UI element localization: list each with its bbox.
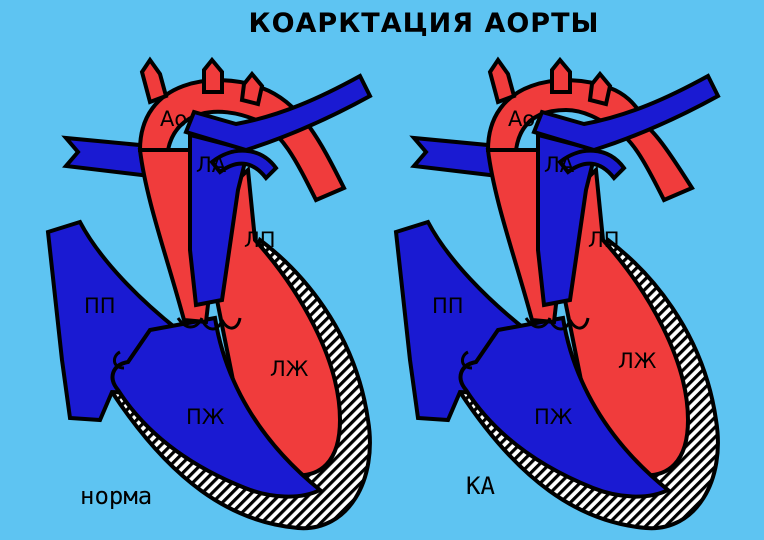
label-aorta: Ао — [160, 107, 187, 131]
label-right-ventricle: ПЖ — [534, 405, 573, 429]
label-left-ventricle: ЛЖ — [270, 357, 309, 381]
label-right-atrium: ПП — [432, 294, 464, 318]
page-title: КОАРКТАЦИЯ АОРТЫ — [249, 8, 600, 39]
label-right-ventricle: ПЖ — [186, 405, 225, 429]
label-left-atrium: ЛП — [244, 228, 276, 252]
heart-normal: Ао ЛА ЛП ПП ЛЖ ПЖ норма — [46, 58, 372, 531]
label-aorta: Ао — [508, 107, 535, 131]
heart-coarctation: Ао ЛА ЛП ПП ЛЖ ПЖ КА — [394, 58, 720, 531]
label-right-atrium: ПП — [84, 294, 116, 318]
label-pulmonary-artery: ЛА — [196, 153, 227, 177]
caption-normal: норма — [80, 482, 152, 510]
caption-coarctation: КА — [466, 472, 495, 500]
label-left-atrium: ЛП — [588, 228, 620, 252]
label-pulmonary-artery: ЛА — [544, 153, 575, 177]
label-left-ventricle: ЛЖ — [618, 349, 657, 373]
